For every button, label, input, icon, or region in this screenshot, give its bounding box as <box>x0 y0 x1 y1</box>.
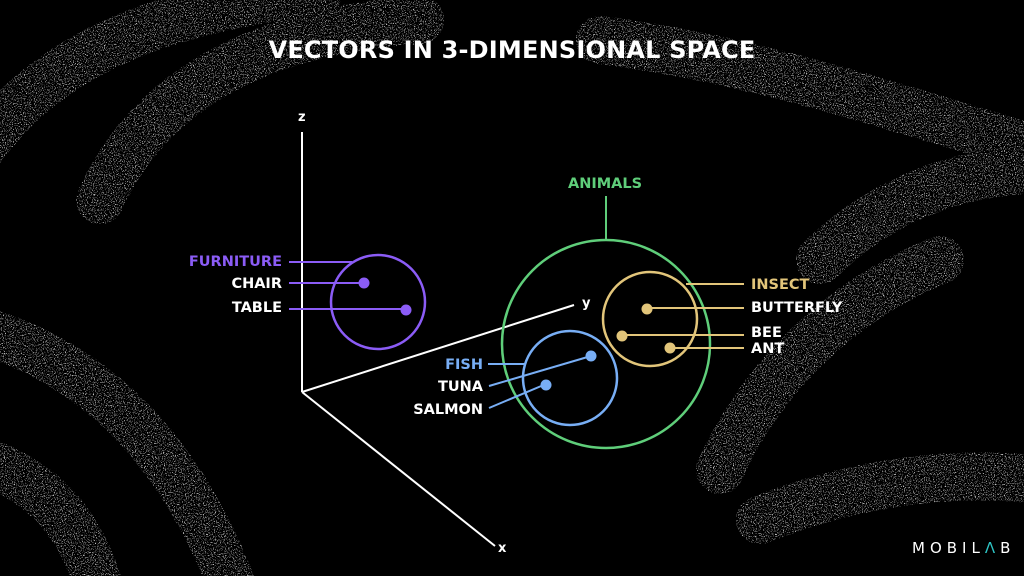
bee-point <box>616 330 628 342</box>
mobilab-logo: MOBILΛB <box>912 539 1015 557</box>
axes <box>301 132 575 547</box>
x-axis-label: x <box>498 541 507 556</box>
butterfly-point <box>641 303 653 315</box>
furniture-cluster <box>289 253 427 351</box>
insect-cluster <box>601 270 744 368</box>
logo-text-pre: MOBIL <box>912 539 985 557</box>
y-axis-label: y <box>582 296 591 311</box>
butterfly-label: BUTTERFLY <box>751 300 843 316</box>
table-label: TABLE <box>231 300 282 316</box>
ant-point <box>664 342 676 354</box>
tuna-point <box>585 350 597 362</box>
salmon-label: SALMON <box>413 402 483 418</box>
logo-text-post: B <box>1000 539 1016 557</box>
tuna-label: TUNA <box>437 379 483 395</box>
animals-label: ANIMALS <box>568 176 643 192</box>
fish-cluster <box>488 329 619 427</box>
logo-accent-icon: Λ <box>984 539 1001 557</box>
bee-label: BEE <box>751 325 782 341</box>
salmon-point <box>540 379 552 391</box>
x-axis-line <box>301 391 496 547</box>
chair-label: CHAIR <box>231 276 282 292</box>
page-title: VECTORS IN 3-DIMENSIONAL SPACE <box>268 36 756 64</box>
chair-point <box>358 277 370 289</box>
table-point <box>400 304 412 316</box>
animals-cluster <box>500 196 712 450</box>
ant-label: ANT <box>751 341 785 357</box>
y-axis-line <box>301 304 575 393</box>
z-axis-label: z <box>298 110 306 125</box>
insect-label: INSECT <box>751 277 810 293</box>
fish-label: FISH <box>445 357 483 373</box>
furniture-label: FURNITURE <box>188 254 282 270</box>
